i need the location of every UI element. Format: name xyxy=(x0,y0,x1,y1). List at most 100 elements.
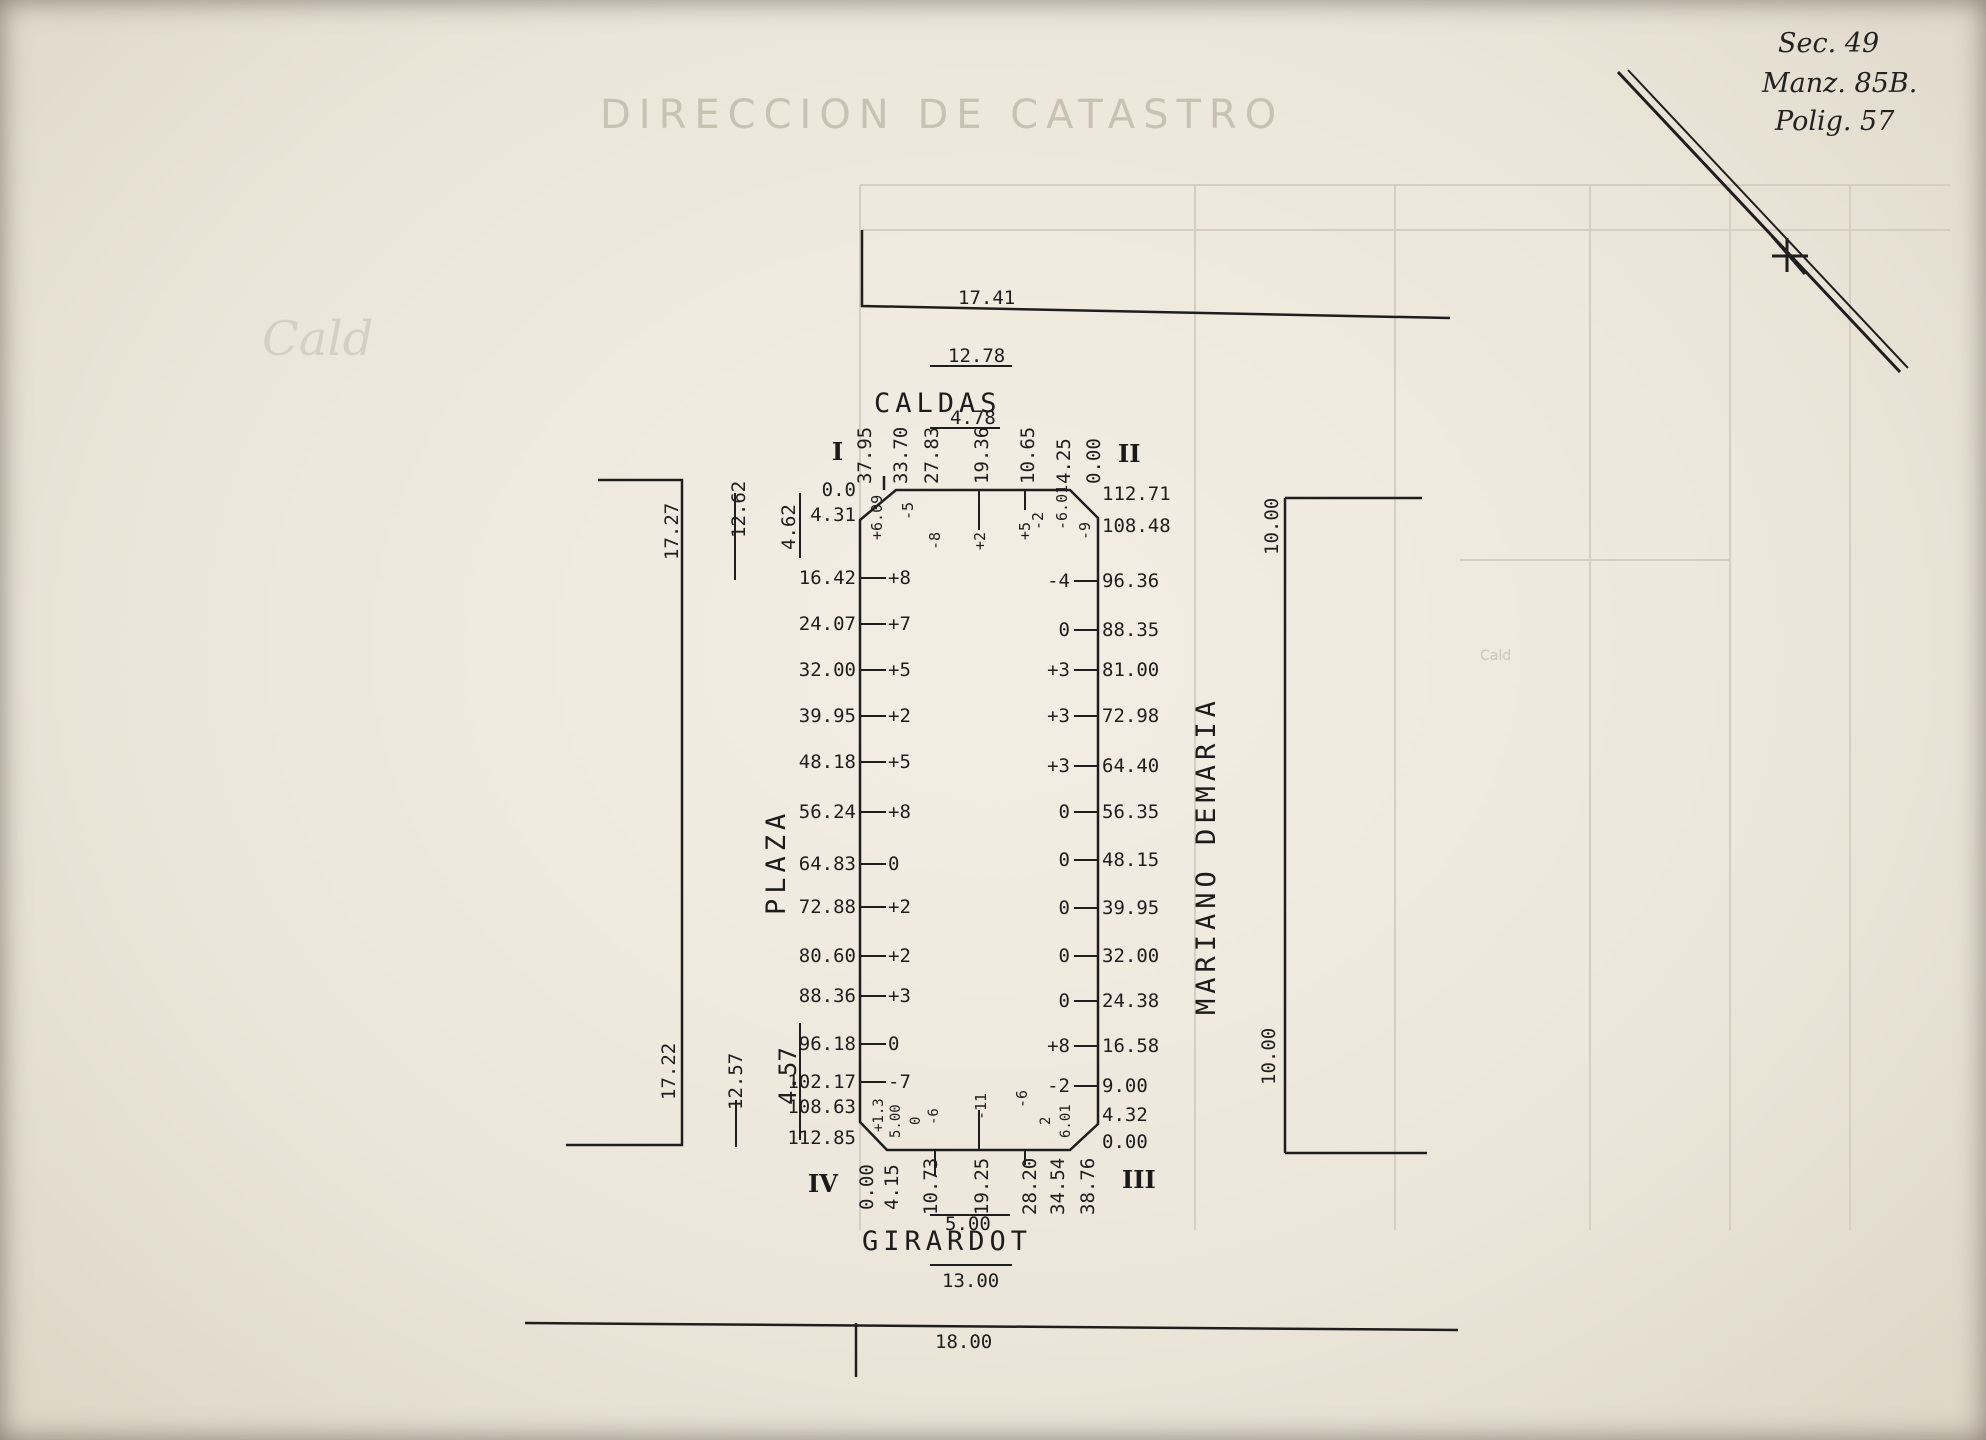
dim-right-bottom: 10.00 xyxy=(1258,1028,1280,1085)
top-ch-0: 37.95 xyxy=(854,427,876,484)
right-offset: +3 xyxy=(1047,659,1070,681)
dim-left-inner-bottom: 4.57 xyxy=(774,1047,802,1105)
bot-off-4: -11 xyxy=(972,1093,990,1120)
dim-left-outer-top: 17.27 xyxy=(661,503,683,560)
left-offset: +3 xyxy=(888,985,911,1007)
left-chainage: 39.95 xyxy=(799,705,856,727)
bot-ch-6: 38.76 xyxy=(1077,1158,1099,1215)
top-off-0: +6.09 xyxy=(868,495,886,540)
left-offset: +5 xyxy=(888,751,911,773)
left-chainage: 16.42 xyxy=(799,567,856,589)
left-chainage: 32.00 xyxy=(799,659,856,681)
dim-bottom-inner: 13.00 xyxy=(942,1270,999,1292)
right-offset: 0 xyxy=(1059,849,1070,871)
left-chainage: 64.83 xyxy=(799,853,856,875)
bot-ch-1: 4.15 xyxy=(881,1164,903,1210)
dim-top-chord: 4.78 xyxy=(950,407,996,429)
bot-off-2: 0 xyxy=(908,1117,924,1125)
right-offset: +3 xyxy=(1047,755,1070,777)
top-ch-3: 19.36 xyxy=(971,427,993,484)
top-ch-1: 33.70 xyxy=(890,427,912,484)
right-chainage: 48.15 xyxy=(1102,849,1159,871)
right-offset: 0 xyxy=(1059,801,1070,823)
corner-III: III xyxy=(1122,1165,1156,1194)
dim-bottom-outer: 18.00 xyxy=(935,1331,992,1353)
right-chainage: 24.38 xyxy=(1102,990,1159,1012)
right-chainage: 16.58 xyxy=(1102,1035,1159,1057)
left-chainage: 4.31 xyxy=(810,504,856,526)
top-ch-2: 27.83 xyxy=(921,427,943,484)
top-off-2: -8 xyxy=(926,532,944,550)
right-chainage: 88.35 xyxy=(1102,619,1159,641)
right-offset: 0 xyxy=(1059,945,1070,967)
right-chainage: 108.48 xyxy=(1102,515,1171,537)
dim-top-outer: 17.41 xyxy=(958,287,1015,309)
corner-IV: IV xyxy=(808,1169,838,1198)
frontage-lines xyxy=(524,230,1459,1377)
ref-manz: Manz. 85B. xyxy=(1761,68,1917,99)
right-chainage: 4.32 xyxy=(1102,1104,1148,1126)
chord-ticks xyxy=(934,490,1026,1175)
right-offset: 0 xyxy=(1059,990,1070,1012)
bot-off-5: -6 xyxy=(1013,1090,1031,1108)
dim-left-outer-bottom: 17.22 xyxy=(658,1043,680,1100)
faded-form-title: DIRECCION DE CATASTRO xyxy=(600,92,1284,138)
street-girardot: GIRARDOT xyxy=(862,1226,1032,1257)
left-offset: 0 xyxy=(888,853,899,875)
bot-off-3: -6 xyxy=(926,1108,942,1125)
corner-I: I xyxy=(832,437,843,466)
right-offset: 0 xyxy=(1059,619,1070,641)
street-mariano-demaria: MARIANO DEMARIA xyxy=(1191,696,1222,1015)
left-side-stations: 0.04.3116.42+824.07+732.00+539.95+248.18… xyxy=(787,479,911,1149)
right-offset: 0 xyxy=(1059,897,1070,919)
left-chainage: 96.18 xyxy=(799,1033,856,1055)
bot-off-1: 5.00 xyxy=(888,1104,904,1138)
faded-pencil-note: Cald xyxy=(262,311,373,367)
dim-left-inner-top: 4.62 xyxy=(778,504,800,550)
right-chainage: 0.00 xyxy=(1102,1131,1148,1153)
bottom-offsets: +1.3 5.00 0 -6 -11 -6 2 6.01 xyxy=(871,1090,1074,1138)
left-chainage: 80.60 xyxy=(799,945,856,967)
top-off-7: -9 xyxy=(1076,522,1094,540)
right-chainage: 112.71 xyxy=(1102,483,1171,505)
left-offset: +2 xyxy=(888,896,911,918)
left-chainage: 112.85 xyxy=(787,1127,856,1149)
top-ch-5: 4.25 xyxy=(1053,438,1075,484)
right-chainage: 81.00 xyxy=(1102,659,1159,681)
street-plaza: PLAZA xyxy=(761,809,792,915)
top-off-1: -5 xyxy=(899,502,917,520)
faded-form-note: Cald xyxy=(1480,648,1511,664)
top-ch-4: 10.65 xyxy=(1017,427,1039,484)
right-chainage: 32.00 xyxy=(1102,945,1159,967)
right-offset: -2 xyxy=(1047,1075,1070,1097)
right-offset: +8 xyxy=(1047,1035,1070,1057)
bot-ch-2: 10.73 xyxy=(920,1158,942,1215)
left-chainage: 48.18 xyxy=(799,751,856,773)
top-off-6: -6.01 xyxy=(1053,485,1071,530)
ref-sec: Sec. 49 xyxy=(1778,28,1879,59)
bot-ch-5: 34.54 xyxy=(1047,1158,1069,1215)
left-offset: -7 xyxy=(888,1071,911,1093)
ref-polig: Polig. 57 xyxy=(1774,106,1895,137)
top-chainage: 37.95 33.70 27.83 19.36 10.65 4.25 0.00 xyxy=(854,427,1105,484)
bot-off-7: 6.01 xyxy=(1058,1104,1074,1138)
left-chainage: 108.63 xyxy=(787,1096,856,1118)
left-offset: +2 xyxy=(888,945,911,967)
top-off-3: +2 xyxy=(971,532,989,550)
dim-left-mid-top: 12.62 xyxy=(728,481,750,538)
right-chainage: 56.35 xyxy=(1102,801,1159,823)
dim-top-inner: 12.78 xyxy=(948,345,1005,367)
left-offset: +8 xyxy=(888,567,911,589)
left-chainage: 88.36 xyxy=(799,985,856,1007)
dim-left-mid-bottom: 12.57 xyxy=(725,1053,747,1110)
parcel-outline xyxy=(858,476,1100,1152)
left-chainage: 0.0 xyxy=(822,479,856,501)
left-chainage: 72.88 xyxy=(799,896,856,918)
left-chainage: 24.07 xyxy=(799,613,856,635)
left-offset: +8 xyxy=(888,801,911,823)
right-offset: -4 xyxy=(1047,570,1070,592)
left-offset: +2 xyxy=(888,705,911,727)
left-offset: +5 xyxy=(888,659,911,681)
